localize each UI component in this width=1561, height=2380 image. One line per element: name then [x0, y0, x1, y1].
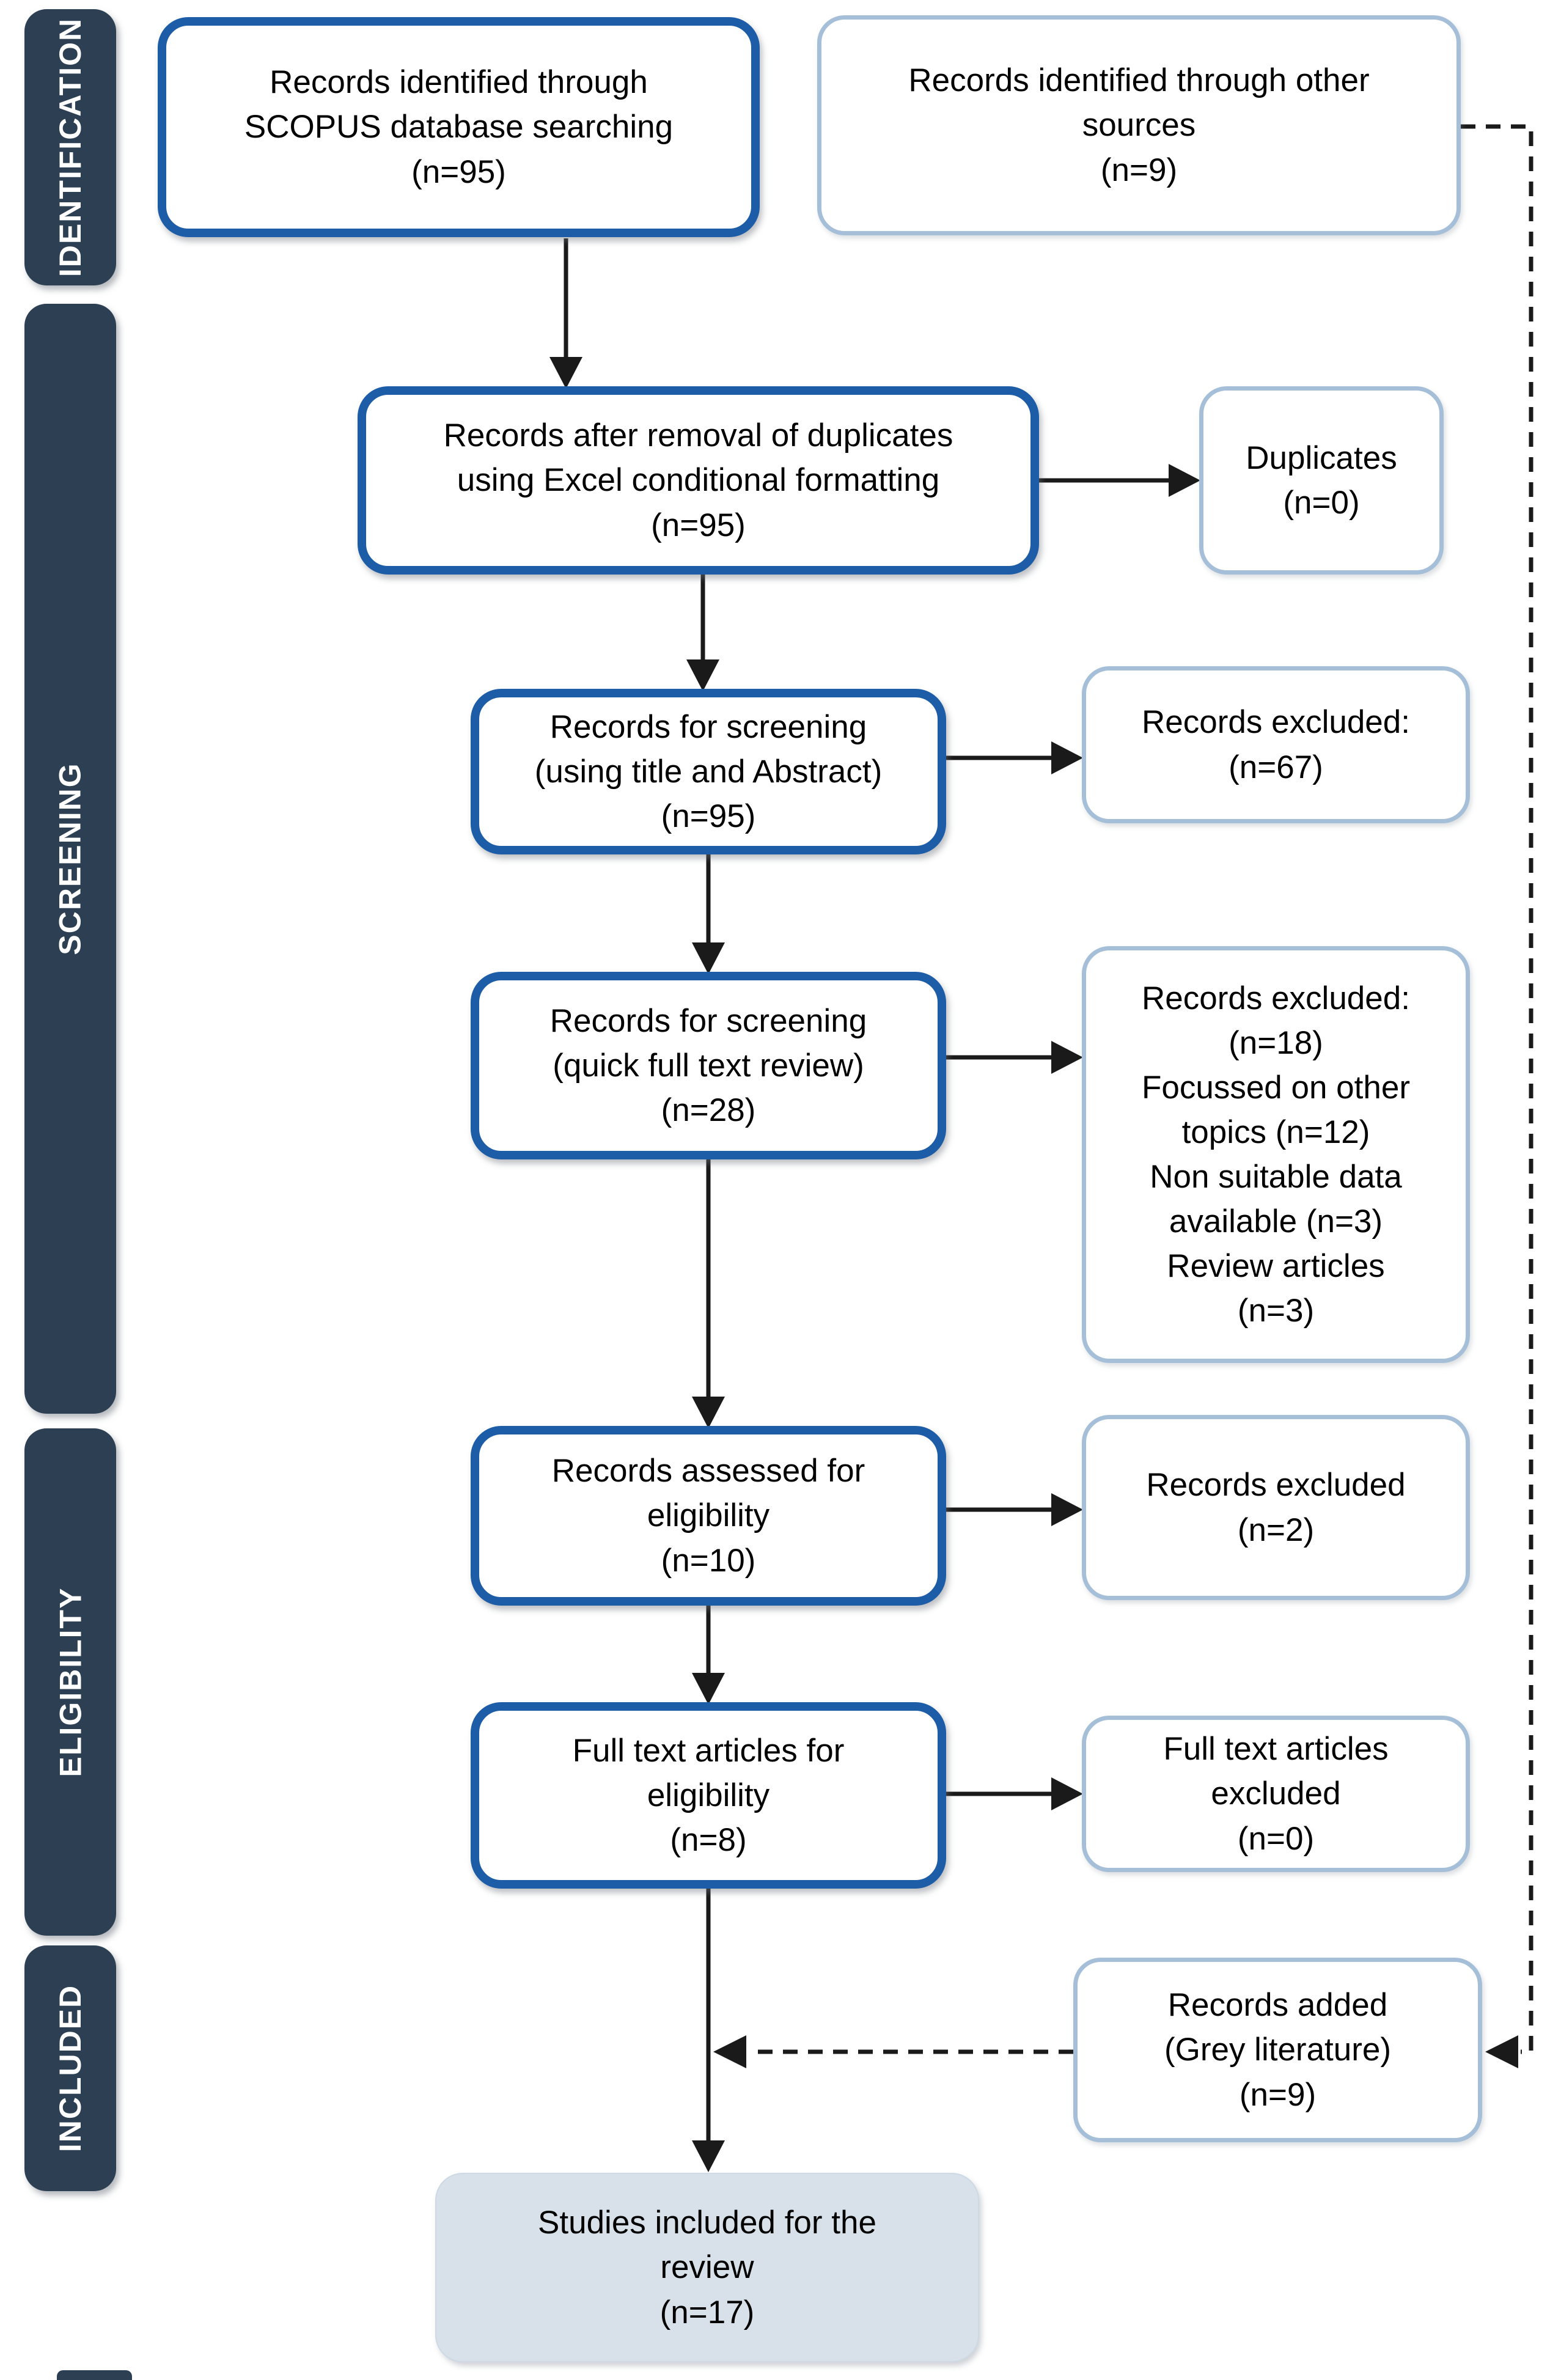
box-text: Records identified through SCOPUS databa…	[244, 64, 674, 190]
box-studies-included: Studies included for the review (n=17)	[435, 2173, 979, 2362]
box-records-other-sources: Records identified through other sources…	[817, 15, 1461, 235]
box-text: Full text articles excluded (n=0)	[1163, 1731, 1389, 1857]
box-text: Records for screening (using title and A…	[534, 708, 883, 835]
box-text: Records added (Grey literature) (n=9)	[1164, 1987, 1392, 2113]
box-full-text-excluded: Full text articles excluded (n=0)	[1082, 1716, 1470, 1872]
box-records-excluded-18: Records excluded: (n=18) Focussed on oth…	[1082, 946, 1470, 1363]
box-records-added-grey-literature: Records added (Grey literature) (n=9)	[1073, 1958, 1482, 2142]
dashed-other-sources-to-grey	[1461, 124, 1533, 2054]
box-records-identified-scopus: Records identified through SCOPUS databa…	[158, 17, 760, 237]
box-text: Records after removal of duplicates usin…	[443, 417, 953, 543]
box-duplicates: Duplicates (n=0)	[1199, 386, 1444, 575]
sidebar-section-identification: IDENTIFICATION	[24, 9, 116, 285]
box-full-text-eligibility: Full text articles for eligibility (n=8)	[471, 1702, 946, 1889]
box-text: Full text articles for eligibility (n=8)	[572, 1732, 845, 1859]
box-text: Records assessed for eligibility (n=10)	[551, 1453, 865, 1579]
sidebar-section-included: INCLUDED	[24, 1945, 116, 2191]
box-text: Studies included for the review (n=17)	[538, 2205, 876, 2330]
sidebar-label-eligibility: ELIGIBILITY	[53, 1587, 87, 1777]
sidebar-label-included: INCLUDED	[53, 1984, 88, 2153]
box-screening-full-text: Records for screening (quick full text r…	[471, 972, 946, 1159]
box-text: Records excluded: (n=67)	[1142, 704, 1410, 785]
box-records-assessed: Records assessed for eligibility (n=10)	[471, 1426, 946, 1606]
box-records-excluded-67: Records excluded: (n=67)	[1082, 666, 1470, 823]
sidebar-section-screening: SCREENING	[24, 304, 116, 1414]
sidebar-label-screening: SCREENING	[53, 762, 88, 955]
box-text: Records excluded: (n=18) Focussed on oth…	[1142, 980, 1410, 1329]
sidebar-label-identification: IDENTIFICATION	[53, 17, 88, 277]
box-text: Records identified through other sources…	[908, 62, 1370, 188]
cropped-label-stub	[57, 2370, 132, 2380]
sidebar-section-eligibility: ELIGIBILITY	[24, 1428, 116, 1936]
box-text: Duplicates (n=0)	[1246, 439, 1397, 521]
box-text: Records excluded (n=2)	[1146, 1467, 1406, 1548]
box-screening-title-abstract: Records for screening (using title and A…	[471, 689, 946, 854]
box-records-after-duplicates: Records after removal of duplicates usin…	[358, 386, 1039, 575]
box-records-excluded-2: Records excluded (n=2)	[1082, 1415, 1470, 1600]
box-text: Records for screening (quick full text r…	[549, 1002, 867, 1129]
